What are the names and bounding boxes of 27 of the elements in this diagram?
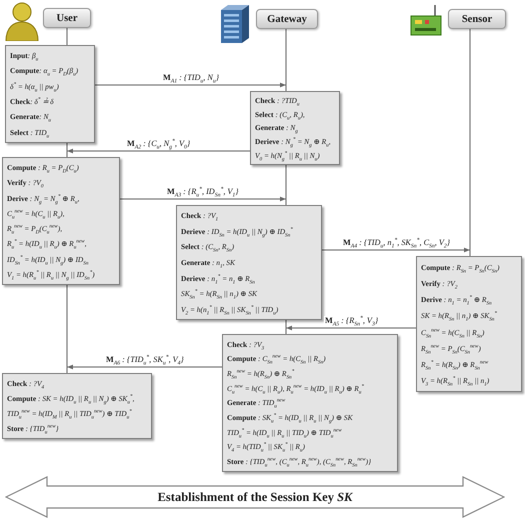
edge-label: M$_{A6}$ : {TID$_{u}$$^{*}$, SK$_{u}$$^{*}$, V$_{4}$}: [105, 355, 185, 365]
message-arrow: [94, 82, 286, 88]
process-box: [250, 91, 340, 165]
edge-label: M$_{A4}$ : {TID$_{u}$, n$_{1}$$^{*}$, SK$_{Sn}$$^{*}$, C$_{Sn}$, V$_{2}$}: [342, 238, 452, 248]
edge-label: M$_{A2}$ : {C$_{u}$, N$_{g}$$^{*}$, V$_{0}$}: [126, 139, 192, 149]
process-box: [416, 256, 522, 392]
process-box: [2, 373, 152, 439]
message-arrow: [66, 364, 222, 370]
double-arrow: [5, 476, 505, 518]
process-box: [222, 334, 398, 472]
participant-header: Sensor: [448, 9, 506, 29]
lifeline: [66, 142, 68, 158]
process-box: [2, 157, 120, 285]
message-arrow: [286, 326, 416, 330]
participant-header: User: [43, 8, 91, 28]
lifeline: [66, 284, 68, 374]
message-arrow: [322, 248, 470, 252]
process-box: [176, 205, 322, 320]
participant-header: Gateway: [256, 9, 318, 29]
lifeline: [66, 28, 68, 46]
edge-label: M$_{A5}$ : {R$_{Sn}$$^{*}$, V$_{3}$}: [324, 316, 380, 326]
message-arrow: [120, 196, 286, 202]
edge-label: M$_{A3}$ : {R$_{u}$$^{*}$, ID$_{Sn}$$^{*}$, V$_{1}$}: [166, 187, 240, 197]
edge-label: M$_{A1}$ : {TID$_{u}$, N$_{u}$}: [162, 73, 220, 83]
message-arrow: [66, 148, 250, 154]
process-box: [5, 45, 95, 143]
banner-text: Establishment of the Session Key SK: [158, 490, 352, 504]
